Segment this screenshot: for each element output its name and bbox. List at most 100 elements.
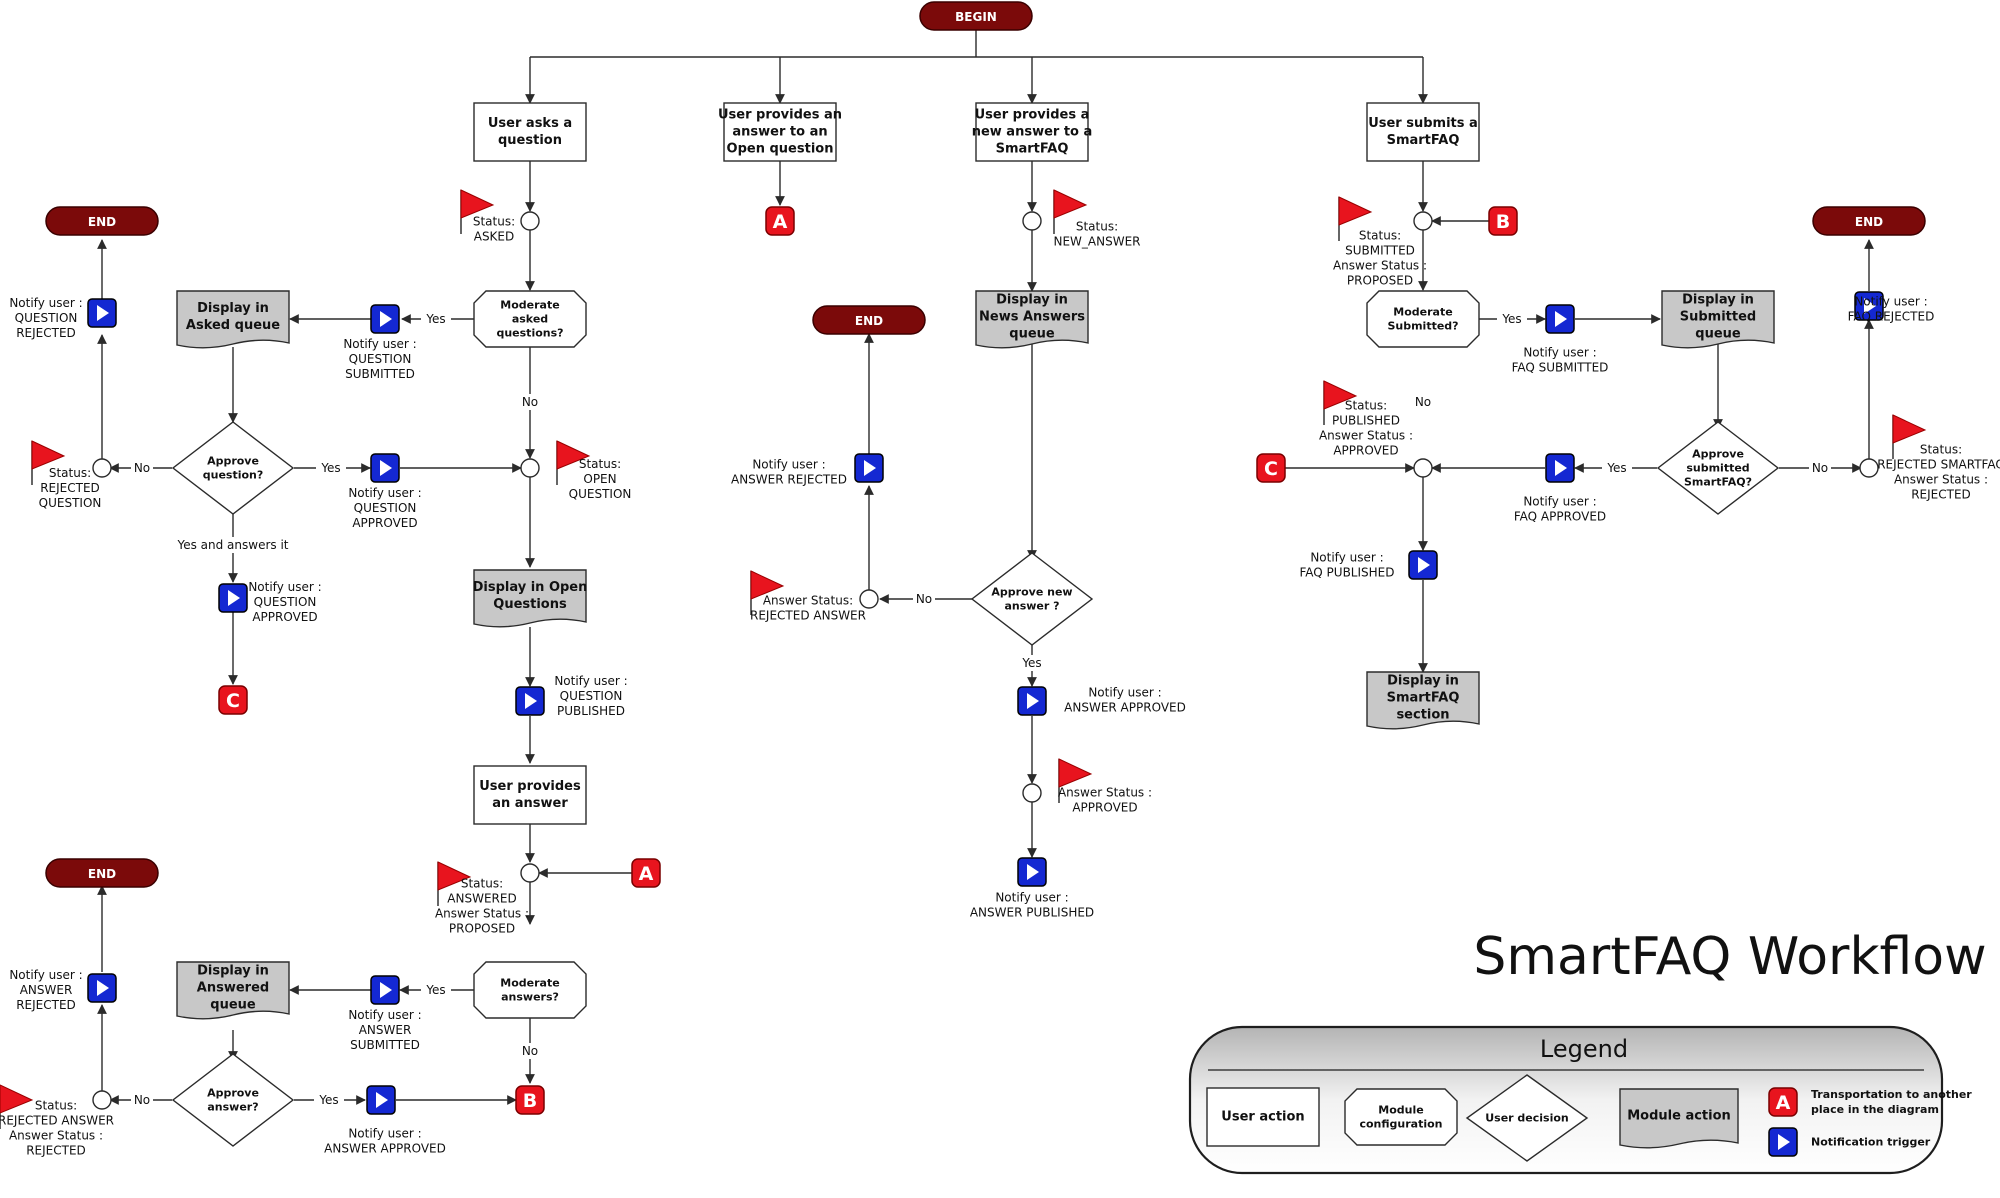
connector-label: B xyxy=(523,1090,537,1112)
user-action-label: User submits a xyxy=(1368,116,1478,131)
yes-label: Yes xyxy=(1501,312,1521,326)
user-action-label: User provides xyxy=(479,779,581,794)
module-action-label: Display in xyxy=(996,293,1068,308)
user-action-label: question xyxy=(498,133,562,148)
notify-trigger-icon xyxy=(1545,304,1575,334)
decision-label: question? xyxy=(203,469,264,482)
notify-question-approved-2: APPROVED xyxy=(252,610,317,624)
connector-label: A xyxy=(1776,1092,1791,1114)
status-rejected-smartfaq: REJECTED xyxy=(1911,488,1971,502)
module-config-label: questions? xyxy=(496,327,563,340)
notify-answer-rejected-bottom: Notify user : xyxy=(9,968,82,982)
terminal-begin: BEGIN xyxy=(919,1,1033,31)
notify-question-approved: Notify user : xyxy=(348,486,421,500)
notify-answer-submitted: Notify user : xyxy=(348,1008,421,1022)
connector-shape xyxy=(631,858,661,888)
status-rejected-answer-bottom: REJECTED ANSWER xyxy=(0,1114,114,1128)
terminal-label: END xyxy=(88,867,116,881)
user-action-box xyxy=(1366,102,1480,162)
connector-shape xyxy=(765,206,795,236)
edge-label-bg xyxy=(314,1092,344,1108)
edge-label-bg xyxy=(421,311,451,327)
flag-icon xyxy=(1058,758,1093,803)
no-label: No xyxy=(1415,395,1431,409)
notify-answer-published: Notify user : xyxy=(995,891,1068,905)
status-asked: ASKED xyxy=(474,230,515,244)
user-action-label: User provides an xyxy=(718,108,842,123)
status-new-answer: NEW_ANSWER xyxy=(1053,235,1140,249)
status-new-answer: Status: xyxy=(1076,220,1118,234)
legend-user-decision: User decision xyxy=(1465,1074,1589,1162)
module-action-label: Module action xyxy=(1627,1109,1731,1124)
notify-trigger-icon xyxy=(87,973,117,1003)
legend-module-action: Module action xyxy=(1619,1088,1739,1149)
notify-answer-submitted: SUBMITTED xyxy=(350,1038,420,1052)
flag-icon xyxy=(0,1084,34,1129)
terminal-shape xyxy=(1812,206,1926,236)
flag-cloth xyxy=(0,1084,34,1114)
notify-question-rejected: REJECTED xyxy=(16,326,76,340)
decision-label: submitted xyxy=(1686,462,1749,475)
module-config-label: configuration xyxy=(1359,1118,1442,1131)
connector-shape xyxy=(1256,453,1286,483)
flag-cloth xyxy=(1338,196,1373,226)
notify-trigger-icon xyxy=(370,975,400,1005)
edge-label-bg xyxy=(158,537,308,553)
module-config-label: Submitted? xyxy=(1387,320,1458,333)
edge-label-bg xyxy=(1412,394,1434,410)
status-answered: Answer Status : xyxy=(435,907,529,921)
module-action-shape xyxy=(176,961,290,1020)
user-action-label: SmartFAQ xyxy=(1387,133,1460,148)
notify-faq-rejected: FAQ REJECTED xyxy=(1848,310,1935,324)
decision-shape xyxy=(171,1053,295,1147)
status-junction xyxy=(520,863,540,883)
module-action-label: section xyxy=(1396,708,1449,723)
notify-trigger-icon xyxy=(370,453,400,483)
flag-icon xyxy=(1053,189,1088,234)
user-action-label: User provides a xyxy=(975,108,1090,123)
edge-label-bg xyxy=(131,1092,153,1108)
connector-label: B xyxy=(1496,211,1510,233)
notify-answer-approved-bottom: Notify user : xyxy=(348,1127,421,1141)
module-action-label: Display in Open xyxy=(473,580,588,595)
status-open-question: OPEN xyxy=(583,472,616,486)
status-rejected-answer-mid: Answer Status: xyxy=(763,594,853,608)
flag-icon xyxy=(750,570,785,615)
flag-cloth xyxy=(1323,380,1358,410)
yes-label: Yes xyxy=(1606,461,1626,475)
status-junction xyxy=(1022,783,1042,803)
module-action-label: Answered xyxy=(197,981,269,996)
no-label: No xyxy=(522,1044,538,1058)
no-label: No xyxy=(1812,461,1828,475)
status-published: APPROVED xyxy=(1333,444,1398,458)
notify-answer-submitted: ANSWER xyxy=(359,1023,412,1037)
decision-label: Approve new xyxy=(991,586,1072,599)
user-action-label: User action xyxy=(1221,1110,1304,1125)
notify-faq-published: FAQ PUBLISHED xyxy=(1300,566,1395,580)
notify-answer-approved-mid: ANSWER APPROVED xyxy=(1064,701,1186,715)
flag-cloth xyxy=(31,440,66,470)
notify-question-approved: APPROVED xyxy=(352,516,417,530)
module-action-shape xyxy=(473,569,587,628)
no-label: No xyxy=(134,1093,150,1107)
legend-transport-connector: A xyxy=(1768,1087,1798,1117)
status-rejected-question: Status: xyxy=(49,466,91,480)
notify-question-approved-2: Notify user : xyxy=(248,580,321,594)
module-action-shape xyxy=(1661,290,1775,349)
connector-a-bottom: A xyxy=(631,858,661,888)
connector-shape xyxy=(1768,1087,1798,1117)
decision-label: answer ? xyxy=(1004,600,1059,613)
status-open-question: QUESTION xyxy=(569,487,632,501)
edge-label-bg xyxy=(1017,655,1047,671)
notify-question-published: PUBLISHED xyxy=(557,704,625,718)
status-published: Status: xyxy=(1345,399,1387,413)
notify-trigger-icon xyxy=(1017,857,1047,887)
status-rejected-answer-bottom: Answer Status : xyxy=(9,1129,103,1143)
notify-trigger-icon xyxy=(515,686,545,716)
edge-label-bg xyxy=(421,982,451,998)
